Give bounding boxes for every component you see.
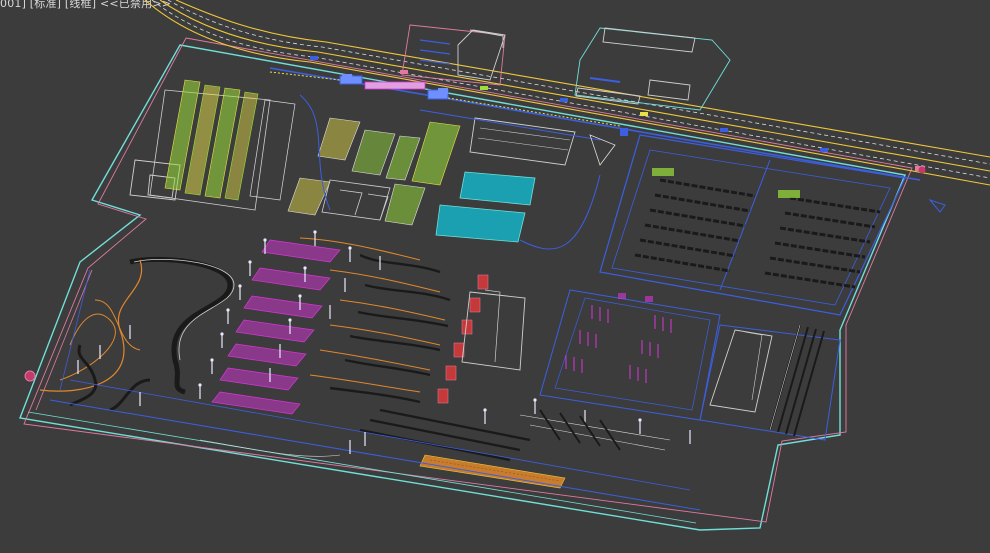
red-barriers — [437, 274, 489, 404]
viewport-label[interactable]: 001] [标准] [线框] <<已禁用>> — [0, 0, 172, 10]
shed-racks — [769, 324, 825, 437]
parked-vehicles — [634, 178, 881, 289]
north-buildings — [401, 24, 731, 111]
dark-track-segments — [329, 253, 531, 462]
parking-lot-zone[interactable] — [599, 134, 946, 316]
service-zone[interactable] — [519, 289, 721, 451]
container-rows-b — [287, 117, 461, 226]
scene-markers — [24, 74, 926, 382]
service-stalls — [565, 305, 672, 383]
orange-lane-markings — [299, 237, 446, 393]
storage-shed-zone[interactable] — [699, 324, 841, 441]
container-rows-a — [164, 79, 259, 201]
logistics-warehouse-zone[interactable] — [129, 79, 616, 250]
training-track-zone[interactable] — [39, 237, 701, 511]
site-boundary — [19, 37, 913, 531]
light-poles — [77, 230, 691, 454]
magenta-practice-pads — [211, 239, 341, 415]
